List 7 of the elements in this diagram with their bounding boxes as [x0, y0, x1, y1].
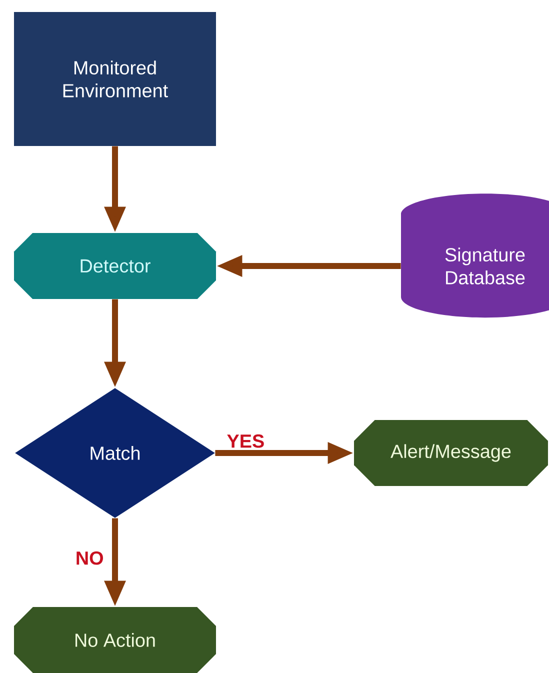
edge-label: NO: [76, 551, 103, 565]
edge-label: YES: [227, 434, 264, 448]
terminal-box: Alert/Message: [354, 420, 548, 486]
database-cylinder: Signature Database: [401, 194, 549, 318]
process-box: Monitored Environment: [14, 12, 216, 146]
detector-box: Detector: [14, 233, 216, 299]
terminal-box: No Action: [14, 607, 216, 673]
